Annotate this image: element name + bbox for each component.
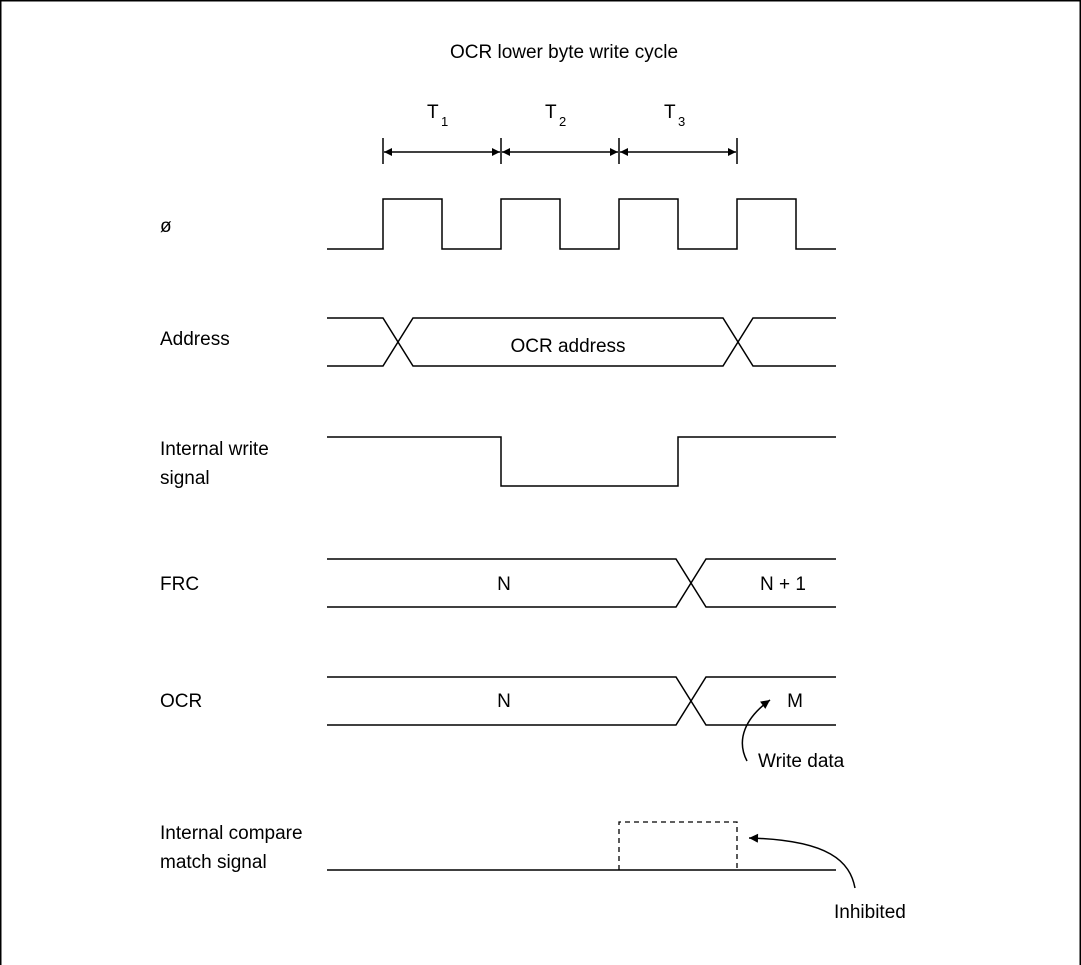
inhibited-annotation: Inhibited	[834, 902, 906, 923]
compare-signal-label-line2: match signal	[160, 852, 267, 873]
clock-waveform	[327, 198, 836, 250]
write-signal-waveform	[327, 436, 836, 487]
clock-label: ø	[160, 216, 172, 237]
ocr-waveform	[327, 676, 836, 726]
inhibited-arrow	[748, 833, 856, 889]
ocr-value-before: N	[497, 691, 511, 712]
diagram-title: OCR lower byte write cycle	[450, 42, 678, 63]
state-label-t1: T 1	[427, 102, 448, 129]
state-period-markers	[382, 138, 738, 164]
write-data-arrow	[741, 699, 771, 762]
ocr-label: OCR	[160, 691, 202, 712]
svg-text:T: T	[427, 102, 439, 123]
write-signal-label-line2: signal	[160, 468, 210, 489]
frc-value-after: N + 1	[760, 574, 806, 595]
svg-text:T: T	[545, 102, 557, 123]
address-value: OCR address	[510, 336, 625, 357]
svg-text:T: T	[664, 102, 676, 123]
inhibited-pulse	[618, 821, 738, 870]
svg-text:1: 1	[441, 114, 448, 129]
address-waveform	[327, 317, 836, 367]
frc-label: FRC	[160, 574, 199, 595]
svg-text:3: 3	[678, 114, 685, 129]
svg-text:2: 2	[559, 114, 566, 129]
ocr-value-after: M	[787, 691, 803, 712]
state-label-t2: T 2	[545, 102, 566, 129]
state-label-t3: T 3	[664, 102, 685, 129]
write-signal-label-line1: Internal write	[160, 439, 269, 460]
compare-signal-label-line1: Internal compare	[160, 823, 303, 844]
address-label: Address	[160, 329, 230, 350]
write-data-annotation: Write data	[758, 751, 845, 772]
frc-value-before: N	[497, 574, 511, 595]
frc-waveform	[327, 558, 836, 608]
